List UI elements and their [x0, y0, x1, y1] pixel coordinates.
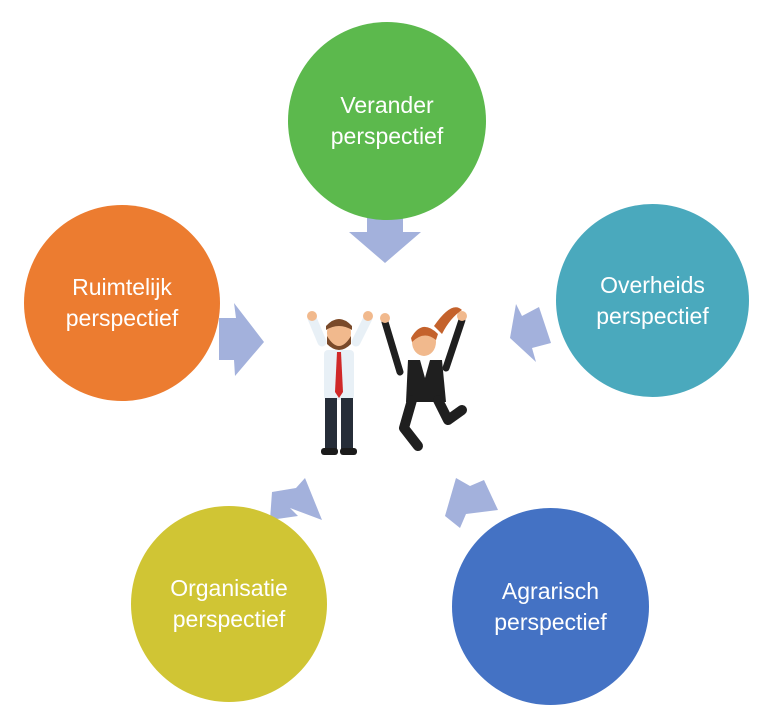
circle-label-line1: Verander: [340, 92, 434, 118]
agrarisch-perspectief-circle: Agrarisch perspectief: [452, 508, 649, 705]
organisatie-perspectief-circle: Organisatie perspectief: [131, 506, 327, 702]
circle-label-line1: Ruimtelijk: [72, 274, 172, 300]
arrow-from-agrarisch: [445, 478, 498, 528]
arrow-from-ruimtelijk: [219, 303, 264, 376]
woman-figure: [380, 307, 467, 451]
circle-label-line2: perspectief: [494, 608, 607, 635]
circle-label-line1: Overheids: [600, 271, 705, 298]
circle-label-line1: Organisatie: [170, 575, 288, 601]
circle-label-line2: perspectief: [172, 606, 286, 632]
circle-label-line2: perspectief: [65, 305, 179, 331]
circle-label-line1: Agrarisch: [501, 577, 600, 604]
celebrating-business-people-icon: [307, 307, 467, 455]
arrow-from-verander: [349, 212, 421, 263]
arrow-from-organisatie: [270, 478, 322, 520]
verander-perspectief-circle: Verander perspectief: [288, 22, 486, 220]
overheids-perspectief-circle: Overheids perspectief: [556, 204, 749, 397]
arrow-from-overheids: [510, 304, 551, 362]
man-figure: [307, 311, 373, 455]
ruimtelijk-perspectief-circle: Ruimtelijk perspectief: [24, 205, 220, 401]
circle-label-line2: perspectief: [330, 123, 444, 149]
circle-label-line2: perspectief: [596, 302, 709, 329]
